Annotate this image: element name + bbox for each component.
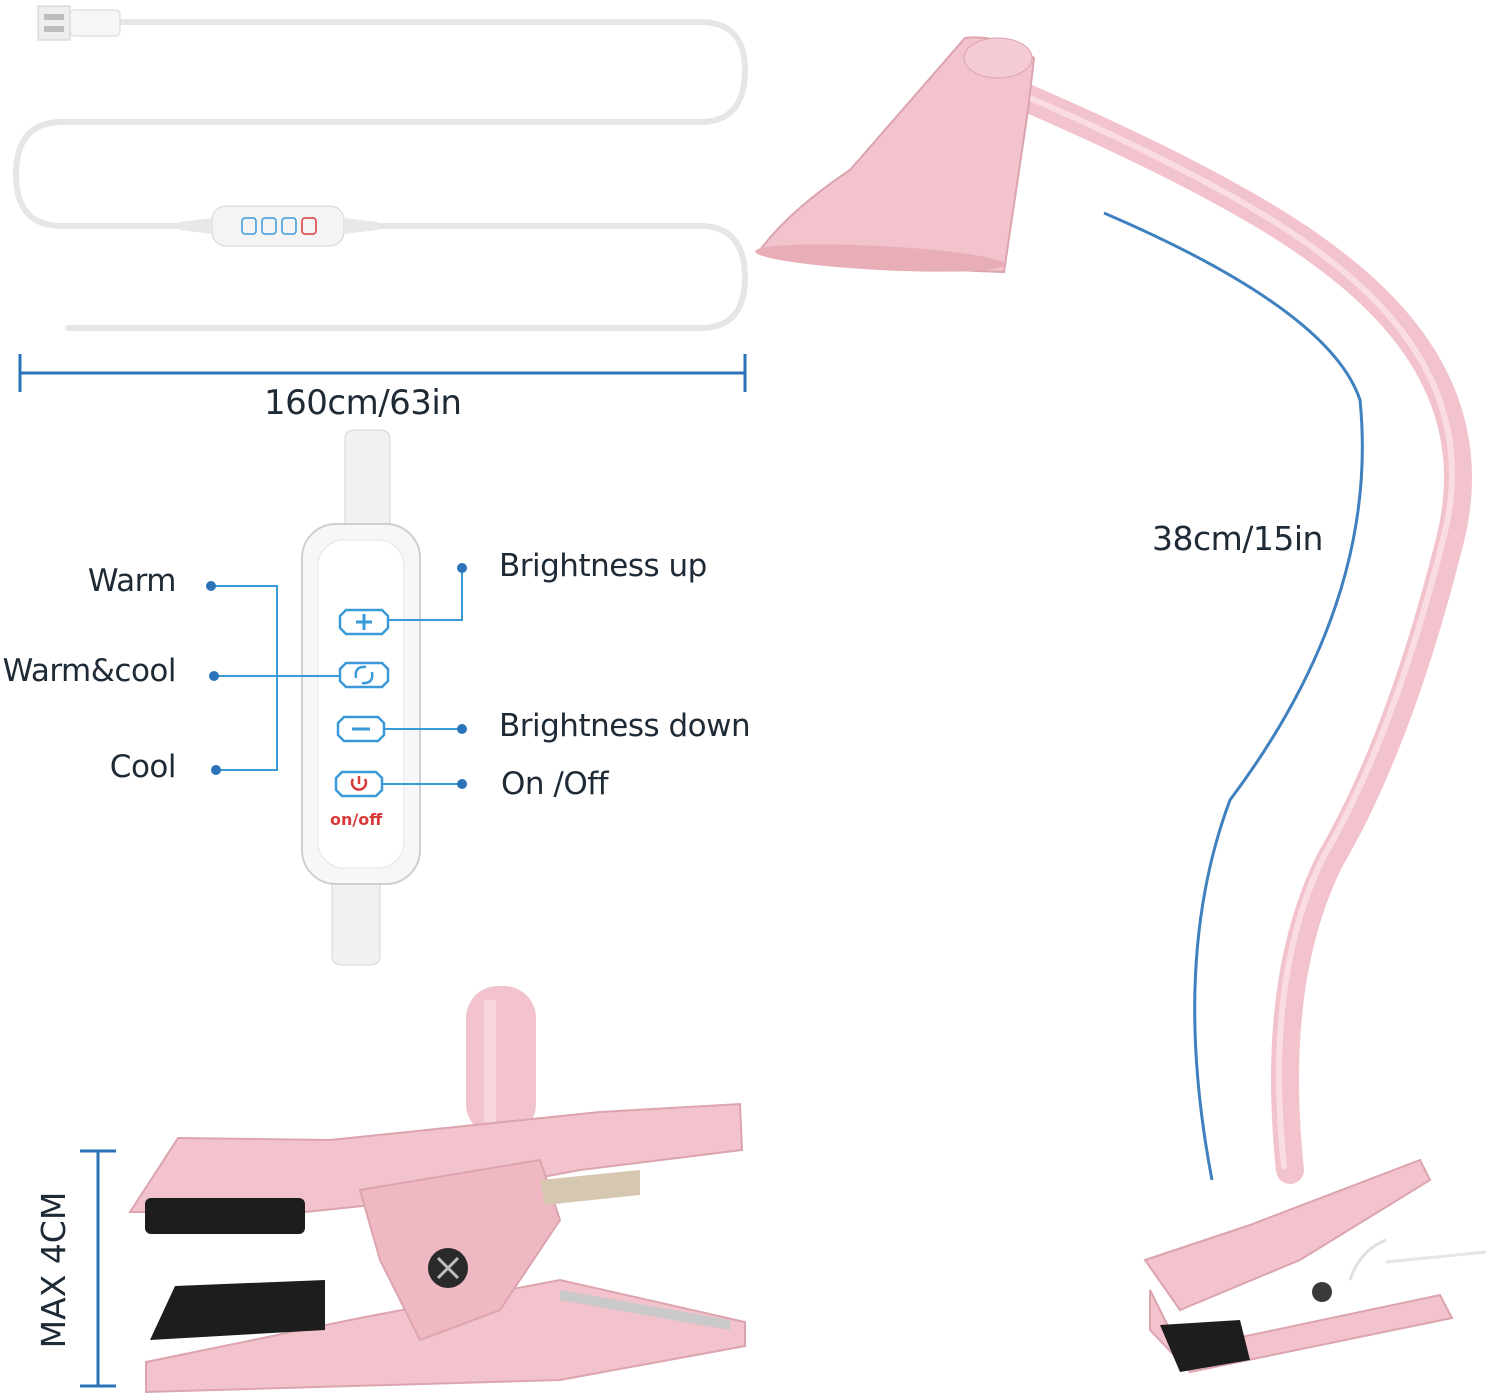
power-icon (334, 770, 384, 798)
clamp-closeup (128, 986, 746, 1394)
gooseneck-length-label: 38cm/15in (1152, 519, 1323, 558)
controller-closeup (301, 429, 421, 966)
brightness-down-label: Brightness down (499, 708, 751, 744)
callout-lines (211, 568, 463, 785)
plus-icon (338, 608, 390, 636)
gooseneck-length-arrow (1103, 211, 1364, 1181)
callout-dots (206, 563, 467, 789)
cable-length-label: 160cm/63in (264, 383, 462, 423)
cable-length-dimension (18, 354, 747, 392)
clamp-max-label: MAX 4CM (34, 1191, 73, 1349)
swap-icon (338, 661, 390, 689)
warm-label: Warm (87, 563, 177, 599)
inline-controller-small (180, 205, 378, 247)
warm-cool-label: Warm&cool (2, 653, 177, 689)
brightness-up-label: Brightness up (499, 548, 707, 584)
on-off-label: On /Off (501, 766, 609, 802)
full-lamp (755, 36, 1486, 1374)
usb-plug-icon (37, 5, 121, 41)
cool-label: Cool (109, 749, 177, 785)
usb-cable (12, 19, 749, 331)
minus-icon (336, 715, 386, 743)
power-caption: on/off (330, 810, 383, 829)
clamp-max-dimension (80, 1149, 116, 1388)
